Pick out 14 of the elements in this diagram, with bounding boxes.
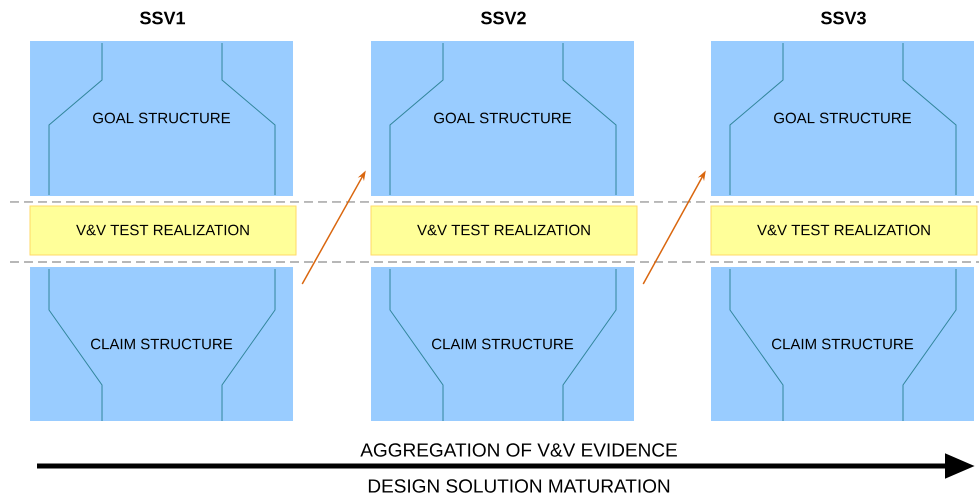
goal-structure-box: GOAL STRUCTURE [371, 41, 634, 196]
column-heading: SSV3 [821, 12, 866, 24]
test-realization-box: V&V TEST REALIZATION [370, 206, 638, 256]
claim-structure-box: CLAIM STRUCTURE [30, 267, 293, 422]
column-heading: SSV2 [481, 12, 526, 24]
goal-structure-box: GOAL STRUCTURE [30, 41, 293, 196]
column-heading: SSV1 [140, 12, 186, 24]
axis-label: DESIGN SOLUTION MATURATION [368, 479, 670, 493]
claim-structure-box: CLAIM STRUCTURE [711, 267, 974, 422]
claim-structure-box: CLAIM STRUCTURE [371, 267, 634, 422]
test-realization-box: V&V TEST REALIZATION [30, 206, 296, 256]
goal-structure-box: GOAL STRUCTURE [711, 41, 974, 196]
test-realization-box: V&V TEST REALIZATION [710, 206, 978, 256]
axis-label: AGGREGATION OF V&V EVIDENCE [360, 443, 677, 457]
